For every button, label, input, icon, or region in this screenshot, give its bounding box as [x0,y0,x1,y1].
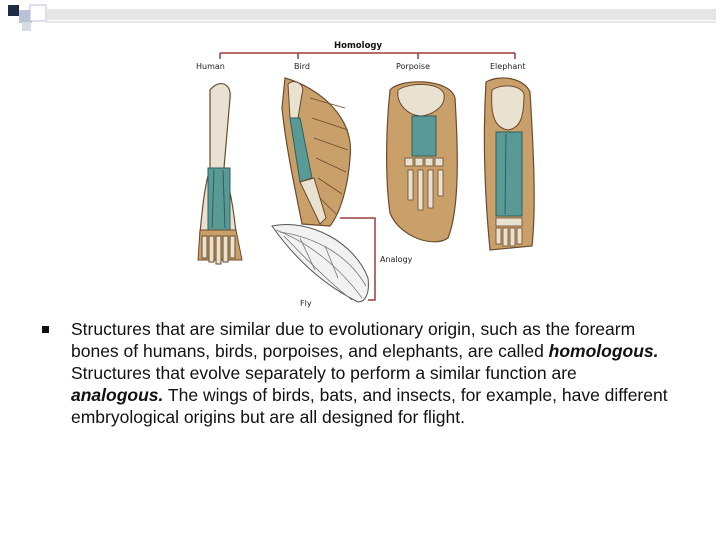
term-analogous: analogous. [71,385,164,405]
paragraph-part-2: Structures that evolve separately to per… [71,363,577,383]
bullet-marker [42,326,49,333]
label-analogy: Analogy [380,255,413,264]
paragraph-part-3: The wings of birds, bats, and insects, f… [71,385,668,427]
slide-corner-decoration [8,4,716,31]
label-human: Human [196,62,225,71]
label-fly: Fly [300,299,312,308]
bird-wing-skeleton [281,77,352,227]
porpoise-flipper-skeleton [386,81,458,243]
term-homologous: homologous. [548,341,659,361]
elephant-leg-skeleton [483,77,535,251]
label-porpoise: Porpoise [396,62,430,71]
human-arm-skeleton [197,82,243,265]
analogy-bracket [340,217,376,301]
homology-analogy-figure: Homology Human Bird Porpoise Elephant [190,38,535,310]
explanation-paragraph: Structures that are similar due to evolu… [71,318,671,428]
label-bird: Bird [294,62,310,71]
paragraph-part-1: Structures that are similar due to evolu… [71,319,636,361]
diagram-title: Homology [334,41,382,51]
fly-wing [271,224,369,303]
label-elephant: Elephant [490,62,525,71]
